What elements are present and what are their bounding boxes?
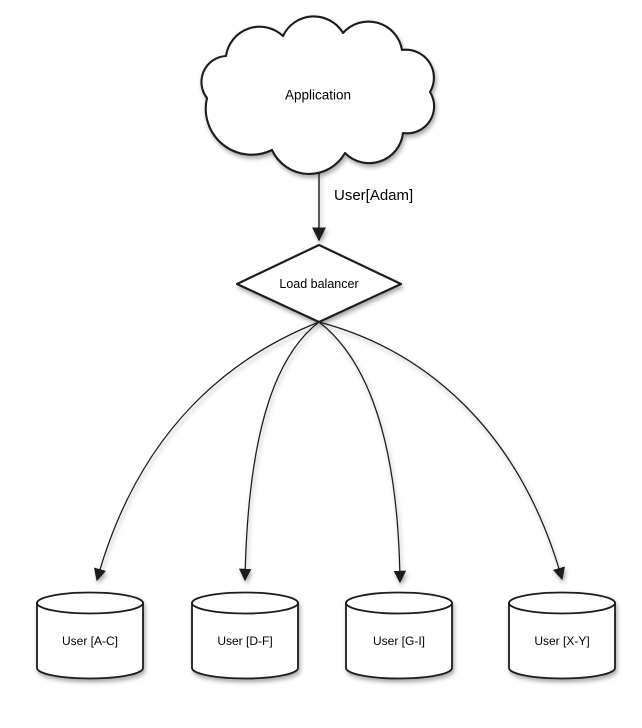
cylinder-top-ellipse bbox=[191, 591, 299, 615]
db-node-user-d-f bbox=[191, 591, 299, 680]
load-balancer-label: Load balancer bbox=[279, 277, 358, 291]
diagram-shapes bbox=[36, 15, 616, 680]
db-label-user-a-c: User [A-C] bbox=[62, 634, 118, 648]
cylinder-top-ellipse bbox=[345, 591, 453, 615]
db-node-user-x-y bbox=[508, 591, 616, 680]
db-label-user-d-f: User [D-F] bbox=[217, 634, 272, 648]
cylinder-body bbox=[508, 602, 616, 680]
cylinder-body bbox=[36, 602, 144, 680]
diamond-shape bbox=[235, 243, 403, 324]
cylinder-body bbox=[191, 602, 299, 680]
db-label-user-x-y: User [X-Y] bbox=[534, 634, 589, 648]
db-node-user-g-i bbox=[345, 591, 453, 680]
edge-load-balancer-to-db-2 bbox=[238, 321, 320, 582]
cylinder-top-ellipse bbox=[508, 591, 616, 615]
cylinder-body bbox=[345, 602, 453, 680]
edge-label-user-adam: User[Adam] bbox=[334, 187, 413, 204]
diagram-labels: Application User[Adam] Load balancer Use… bbox=[62, 88, 590, 649]
edge-load-balancer-to-db-1 bbox=[93, 321, 320, 582]
application-label: Application bbox=[285, 88, 351, 103]
edge-load-balancer-to-db-3 bbox=[318, 321, 407, 584]
db-node-user-a-c bbox=[36, 591, 144, 680]
load-balancer-node bbox=[235, 243, 403, 324]
db-label-user-g-i: User [G-I] bbox=[373, 634, 425, 648]
cylinder-top-ellipse bbox=[36, 591, 144, 615]
application-node bbox=[200, 15, 436, 175]
cloud-shape bbox=[200, 15, 436, 175]
edge-load-balancer-to-db-4 bbox=[318, 321, 565, 581]
